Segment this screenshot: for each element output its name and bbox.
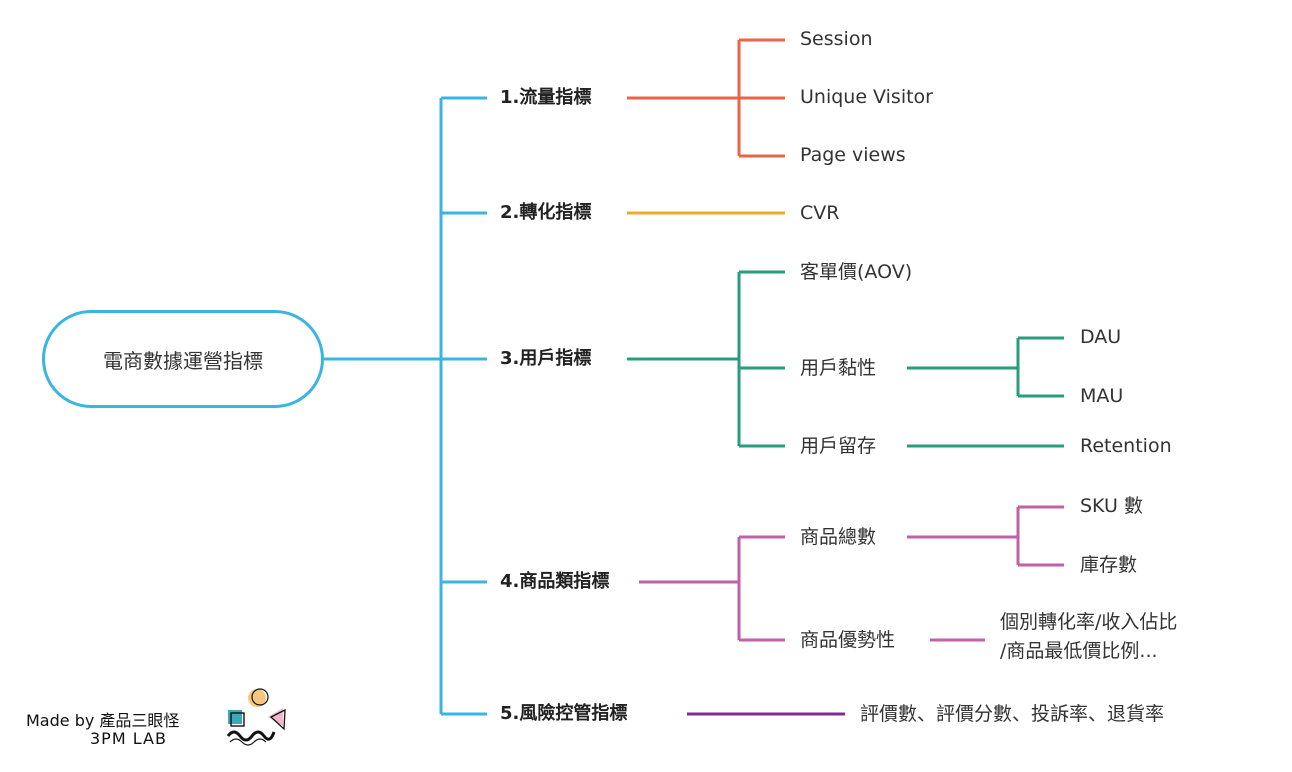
user-connectors bbox=[627, 270, 1064, 448]
lab-logo-icon bbox=[226, 688, 286, 746]
logo-square-icon bbox=[228, 710, 242, 724]
node-session[interactable]: Session bbox=[800, 28, 873, 50]
node-cvr[interactable]: CVR bbox=[800, 202, 840, 224]
node-product-total[interactable]: 商品總數 bbox=[800, 526, 877, 548]
branch-user[interactable]: 3.用戶指標 bbox=[500, 348, 592, 369]
node-user-stickiness[interactable]: 用戶黏性 bbox=[800, 357, 877, 379]
root-node[interactable]: 電商數據運營指標 bbox=[42, 310, 324, 408]
branch-risk[interactable]: 5.風險控管指標 bbox=[500, 703, 628, 724]
advantage-metrics-line2: /商品最低價比例... bbox=[1000, 640, 1158, 662]
node-retention[interactable]: Retention bbox=[1080, 435, 1172, 457]
node-inventory-count[interactable]: 庫存數 bbox=[1080, 554, 1138, 576]
node-product-advantage[interactable]: 商品優勢性 bbox=[800, 629, 896, 651]
branch-conversion[interactable]: 2.轉化指標 bbox=[500, 202, 592, 223]
credit-made-by: Made by 產品三眼怪 bbox=[26, 711, 180, 730]
logo-wave-icon bbox=[226, 730, 276, 742]
node-risk-metrics[interactable]: 評價數、評價分數、投訴率、退貨率 bbox=[860, 703, 1165, 725]
traffic-connectors bbox=[627, 38, 785, 158]
branch-traffic[interactable]: 1.流量指標 bbox=[500, 87, 592, 108]
node-unique-visitor[interactable]: Unique Visitor bbox=[800, 86, 933, 108]
node-advantage-metrics[interactable]: 個別轉化率/收入佔比 /商品最低價比例... bbox=[1000, 608, 1177, 666]
product-connectors bbox=[639, 505, 1064, 642]
node-mau[interactable]: MAU bbox=[1080, 385, 1124, 407]
node-dau[interactable]: DAU bbox=[1080, 326, 1122, 348]
root-connectors bbox=[324, 96, 487, 716]
credit-lab-name: 3PM LAB bbox=[90, 729, 167, 748]
node-sku-count[interactable]: SKU 數 bbox=[1080, 495, 1143, 517]
root-label: 電商數據運營指標 bbox=[103, 348, 263, 373]
node-page-views[interactable]: Page views bbox=[800, 144, 906, 166]
node-user-retention[interactable]: 用戶留存 bbox=[800, 435, 877, 457]
advantage-metrics-line1: 個別轉化率/收入佔比 bbox=[1000, 611, 1178, 633]
branch-product[interactable]: 4.商品類指標 bbox=[500, 571, 610, 592]
node-aov[interactable]: 客單價(AOV) bbox=[800, 261, 913, 283]
